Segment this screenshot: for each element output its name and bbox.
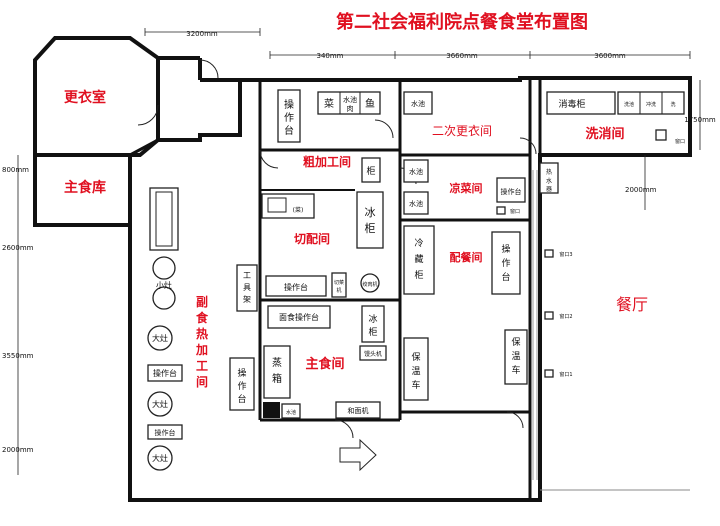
svg-text:台: 台 bbox=[237, 393, 246, 405]
warm-cart-left: 保 bbox=[411, 351, 420, 363]
wash-sink-2: 冲洗 bbox=[646, 101, 656, 108]
svg-text:柜: 柜 bbox=[414, 269, 423, 281]
locker-room-wall bbox=[33, 36, 160, 157]
op-table-hot-2: 操作台 bbox=[155, 428, 176, 437]
cabinet-rough: 柜 bbox=[366, 165, 375, 177]
svg-text:台: 台 bbox=[284, 124, 294, 137]
sink-fish: 鱼 bbox=[365, 97, 375, 110]
main-outer-wall bbox=[128, 58, 692, 502]
disinfect-cabinet: 消毒柜 bbox=[558, 98, 585, 110]
window-wash: 窗口 bbox=[675, 138, 685, 145]
dim-2000-left: 2000mm bbox=[2, 446, 34, 454]
cut-machine: 切菜 bbox=[334, 279, 344, 286]
svg-text:工: 工 bbox=[196, 359, 208, 373]
dim-3600: 3600mm bbox=[594, 52, 626, 60]
entrance-arrow-icon bbox=[339, 438, 377, 472]
label-second-locker: 二次更衣间 bbox=[432, 123, 492, 138]
op-table-staple: 操 bbox=[237, 367, 246, 379]
window-1: 窗口1 bbox=[559, 371, 572, 378]
svg-text:作: 作 bbox=[237, 380, 246, 392]
dimension-lines: 3200mm 340mm 3660mm 3600mm 1750mm 800mm … bbox=[2, 28, 716, 475]
hot-water-tank: 热 bbox=[546, 168, 552, 176]
op-table-serving: 操 bbox=[501, 243, 510, 255]
window-cold: 窗口 bbox=[510, 208, 520, 215]
svg-text:食: 食 bbox=[195, 310, 209, 325]
cut-vegetable-sink: (菜) bbox=[293, 206, 304, 214]
op-table-cold: 操作台 bbox=[501, 187, 522, 196]
label-cold-dish: 凉菜间 bbox=[450, 181, 483, 195]
steamer: 蒸 bbox=[272, 357, 282, 369]
window-3: 窗口3 bbox=[559, 251, 572, 258]
dough-mixer: 和面机 bbox=[348, 406, 369, 415]
sink-staple: 水池 bbox=[286, 409, 296, 416]
window-2: 窗口2 bbox=[559, 313, 572, 320]
sink-second-locker: 水池 bbox=[411, 99, 425, 108]
svg-text:箱: 箱 bbox=[272, 372, 282, 385]
svg-text:机: 机 bbox=[336, 287, 341, 294]
svg-text:加: 加 bbox=[195, 342, 208, 357]
big-stove-3: 大灶 bbox=[152, 453, 168, 463]
dough-table: 面食操作台 bbox=[279, 312, 319, 322]
small-stove: 小灶 bbox=[156, 280, 172, 290]
label-rough-processing: 粗加工间 bbox=[303, 154, 351, 169]
label-staple-store: 主食库 bbox=[64, 179, 106, 196]
svg-text:间: 间 bbox=[196, 374, 208, 389]
op-table-cutting: 操作台 bbox=[284, 282, 308, 292]
dim-3200: 3200mm bbox=[186, 30, 218, 38]
svg-text:车: 车 bbox=[511, 364, 520, 376]
svg-text:温: 温 bbox=[511, 351, 520, 362]
op-table-hot-1: 操作台 bbox=[153, 368, 177, 378]
dim-2600: 2600mm bbox=[2, 244, 34, 252]
fridge-cutting: 冰 bbox=[365, 206, 376, 219]
svg-text:肉: 肉 bbox=[347, 104, 354, 113]
label-locker-room: 更衣室 bbox=[64, 89, 106, 106]
big-stove-2: 大灶 bbox=[152, 399, 168, 409]
cold-storage: 冷 bbox=[414, 237, 423, 249]
wash-sink-1: 洗池 bbox=[624, 101, 634, 108]
dim-3550: 3550mm bbox=[2, 352, 34, 360]
svg-text:架: 架 bbox=[243, 295, 251, 304]
sink-cold-2: 水池 bbox=[409, 199, 423, 208]
wash-sink-3: 洗 bbox=[670, 101, 675, 108]
meat-grinder: 绞肉机 bbox=[362, 281, 377, 288]
sink-cold-1: 水池 bbox=[409, 167, 423, 176]
op-table-rough: 操 bbox=[284, 98, 294, 111]
svg-text:水: 水 bbox=[546, 177, 552, 185]
svg-text:温: 温 bbox=[411, 366, 420, 377]
svg-text:器: 器 bbox=[546, 186, 552, 193]
fridge-staple: 冰 bbox=[368, 313, 377, 325]
warm-cart-right: 保 bbox=[511, 336, 520, 348]
svg-text:作: 作 bbox=[284, 112, 294, 124]
svg-text:热: 热 bbox=[196, 326, 208, 341]
svg-text:副: 副 bbox=[196, 294, 208, 309]
dim-1750: 1750mm bbox=[684, 116, 716, 124]
label-serving-room: 配餐间 bbox=[450, 250, 483, 264]
label-wash-room: 洗消间 bbox=[585, 126, 624, 142]
tool-rack: 工 bbox=[243, 271, 251, 280]
svg-text:柜: 柜 bbox=[368, 326, 377, 338]
dim-800: 800mm bbox=[2, 166, 29, 174]
label-cutting-room: 切配间 bbox=[294, 231, 330, 246]
svg-text:台: 台 bbox=[501, 271, 510, 283]
label-side-hot-kitchen: 副 食 热 加 工 间 bbox=[195, 294, 209, 389]
svg-text:车: 车 bbox=[411, 379, 420, 391]
label-staple-room: 主食间 bbox=[305, 356, 344, 372]
dim-2000-right: 2000mm bbox=[625, 186, 657, 194]
big-stove-1: 大灶 bbox=[152, 333, 168, 343]
svg-text:藏: 藏 bbox=[414, 253, 423, 265]
bun-machine: 馒头机 bbox=[364, 350, 382, 358]
label-dining-hall: 餐厅 bbox=[616, 295, 648, 314]
svg-text:作: 作 bbox=[501, 257, 510, 269]
svg-text:具: 具 bbox=[243, 283, 251, 292]
dim-340: 340mm bbox=[317, 52, 344, 60]
dim-3660: 3660mm bbox=[446, 52, 478, 60]
sink-meat: 水池 bbox=[343, 95, 357, 104]
svg-text:柜: 柜 bbox=[365, 222, 376, 235]
sink-vegetable: 菜 bbox=[324, 98, 334, 110]
page-title: 第二社会福利院点餐食堂布置图 bbox=[336, 11, 588, 32]
